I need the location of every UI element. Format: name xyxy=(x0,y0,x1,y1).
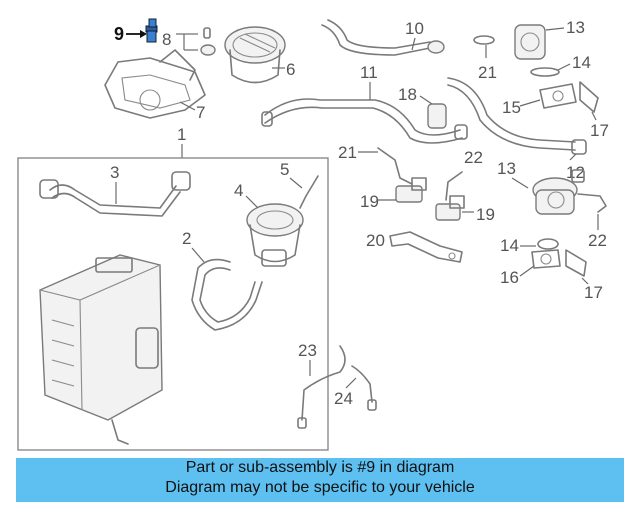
callout-13-top: 13 xyxy=(566,18,585,37)
part-15-flange: 15 xyxy=(502,83,577,117)
callout-13-lower: 13 xyxy=(497,159,516,178)
callout-3: 3 xyxy=(110,163,119,182)
callout-19-left: 19 xyxy=(360,192,379,211)
callout-22-mid: 22 xyxy=(464,148,483,167)
part-7-bracket: 7 xyxy=(104,49,206,122)
part-11-hose: 11 xyxy=(261,63,468,144)
callout-7: 7 xyxy=(196,103,205,122)
part-9-bolt[interactable]: 9 xyxy=(114,18,158,44)
callout-17-top: 17 xyxy=(590,121,609,140)
callout-16: 16 xyxy=(500,268,519,287)
callout-23: 23 xyxy=(298,341,317,360)
part-18-sensor: 18 xyxy=(398,85,447,129)
callout-10: 10 xyxy=(405,19,424,38)
callout-9[interactable]: 9 xyxy=(114,24,124,44)
callout-24: 24 xyxy=(334,389,353,408)
info-banner: Part or sub-assembly is #9 in diagram Di… xyxy=(16,458,624,502)
callout-20: 20 xyxy=(366,231,385,250)
callout-11: 11 xyxy=(360,63,378,82)
part-17-bracket-lower: 17 xyxy=(565,249,603,302)
part-19-connector-left: 19 xyxy=(360,177,427,211)
callout-6: 6 xyxy=(286,60,295,79)
part-21-clip-mid: 21 xyxy=(338,143,413,185)
part-13-valve-top: 13 xyxy=(514,18,585,60)
callout-2: 2 xyxy=(182,229,191,248)
part-13-valve-lower: 13 xyxy=(497,159,585,215)
banner-line-2: Diagram may not be specific to your vehi… xyxy=(165,479,475,496)
part-23-o2-sensor: 23 xyxy=(297,341,346,429)
callout-19-right: 19 xyxy=(476,205,495,224)
part-19-connector-right: 19 xyxy=(435,195,495,224)
callout-14-lower: 14 xyxy=(500,236,519,255)
part-14-gasket-top: 14 xyxy=(530,53,591,77)
part-5-tube: 5 xyxy=(280,160,319,209)
part-16-flange: 16 xyxy=(500,249,561,287)
part-17-bracket-top: 17 xyxy=(579,81,609,140)
part-12-hose: 12 xyxy=(447,77,587,182)
part-14-gasket-lower: 14 xyxy=(500,236,559,255)
part-4-valve: 4 xyxy=(234,181,304,267)
part-2-hose: 2 xyxy=(182,229,263,331)
part-3-hose: 3 xyxy=(39,163,191,217)
part-6-air-pump: 6 xyxy=(224,26,295,84)
callout-8: 8 xyxy=(162,30,171,49)
callout-17-lower: 17 xyxy=(584,283,603,302)
part-21-clamp-top: 21 xyxy=(473,35,497,82)
part-24-o2-sensor: 24 xyxy=(334,365,377,411)
charcoal-canister xyxy=(39,254,163,445)
callout-1: 1 xyxy=(177,125,186,144)
callout-4: 4 xyxy=(234,181,243,200)
callout-5: 5 xyxy=(280,160,289,179)
part-10-hose: 10 xyxy=(321,19,445,56)
part-20-bracket: 20 xyxy=(366,231,463,263)
callout-14-top: 14 xyxy=(572,53,591,72)
callout-12: 12 xyxy=(566,163,585,182)
callout-21-top: 21 xyxy=(478,63,497,82)
callout-18: 18 xyxy=(398,85,417,104)
part-22-clip-mid: 22 xyxy=(445,148,483,201)
part-8-grommet: 8 xyxy=(162,27,216,56)
banner-line-1: Part or sub-assembly is #9 in diagram xyxy=(185,459,455,476)
part-1-assembly-box: 1 xyxy=(17,125,329,451)
callout-15: 15 xyxy=(502,98,521,117)
callout-21-mid: 21 xyxy=(338,143,357,162)
part-22-hose-lower: 22 xyxy=(577,193,607,250)
callout-22-lower: 22 xyxy=(588,231,607,250)
